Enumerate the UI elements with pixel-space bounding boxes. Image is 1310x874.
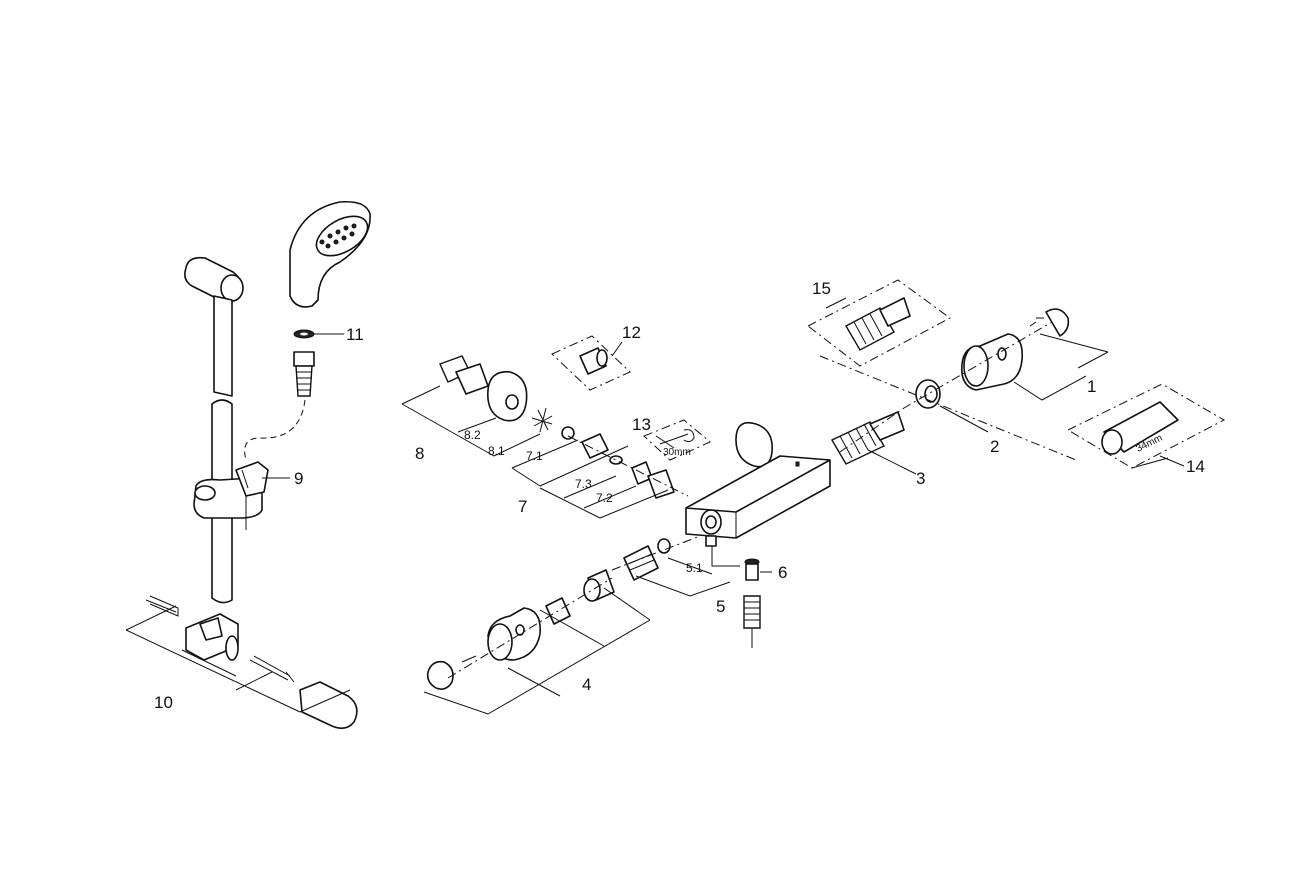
callout-2: 2 [990, 437, 999, 456]
callout-labels: 1 2 3 4 5 5.1 6 7 7.1 7.2 7.3 8 8.1 8.2 … [154, 279, 1205, 712]
outlet-nipple-6 [711, 546, 772, 648]
wall-screw-upper [145, 595, 179, 617]
wrench-box-13: 30mm [643, 419, 711, 461]
callout-11: 11 [346, 325, 364, 344]
handle-cap [426, 660, 454, 690]
callout-14: 14 [1186, 457, 1205, 476]
callout-12: 12 [622, 323, 641, 342]
wall-flange [487, 371, 528, 422]
rail-top-cap [184, 256, 244, 303]
adapter-ring [915, 379, 989, 433]
cartridge-box-15 [807, 279, 951, 367]
callout-3: 3 [916, 469, 925, 488]
callout-10: 10 [154, 693, 173, 712]
callout-7: 7 [518, 497, 527, 516]
leader-lines [262, 333, 1185, 479]
wall-screw-lower [249, 655, 295, 683]
callout-13: 13 [632, 415, 651, 434]
wrench-size-label: 30mm [663, 447, 691, 458]
callout-9: 9 [294, 469, 303, 488]
shower-rail-assembly [125, 256, 358, 730]
callout-8-2: 8.2 [464, 428, 481, 442]
callout-5: 5 [716, 597, 725, 616]
callout-7-1: 7.1 [526, 449, 543, 463]
callout-1: 1 [1087, 377, 1096, 396]
callout-5-1: 5.1 [686, 561, 703, 575]
s-union-assembly [401, 355, 575, 457]
callout-8-1: 8.1 [488, 444, 505, 458]
slide-rail-upper [213, 295, 233, 397]
callout-8: 8 [415, 444, 424, 463]
spare-nut-box-12 [551, 335, 631, 391]
thermostat-body [685, 421, 831, 547]
callout-6: 6 [778, 563, 787, 582]
flow-control-handle [423, 569, 651, 715]
check-valve-assembly [511, 433, 675, 519]
callout-15: 15 [812, 279, 831, 298]
rail-bottom-cover [299, 681, 358, 730]
hand-shower [289, 200, 371, 308]
thermostatic-cartridge [831, 411, 917, 475]
callout-7-3: 7.3 [575, 477, 592, 491]
handshower-holder [193, 461, 269, 519]
shower-hose-end [293, 351, 315, 397]
cartridge-box-14: 34mm [1066, 383, 1226, 469]
callout-4: 4 [582, 675, 591, 694]
hose-washer [293, 329, 315, 339]
rail-bottom-bracket [185, 613, 239, 661]
check-valve-5 [611, 535, 731, 597]
callout-7-2: 7.2 [596, 491, 613, 505]
